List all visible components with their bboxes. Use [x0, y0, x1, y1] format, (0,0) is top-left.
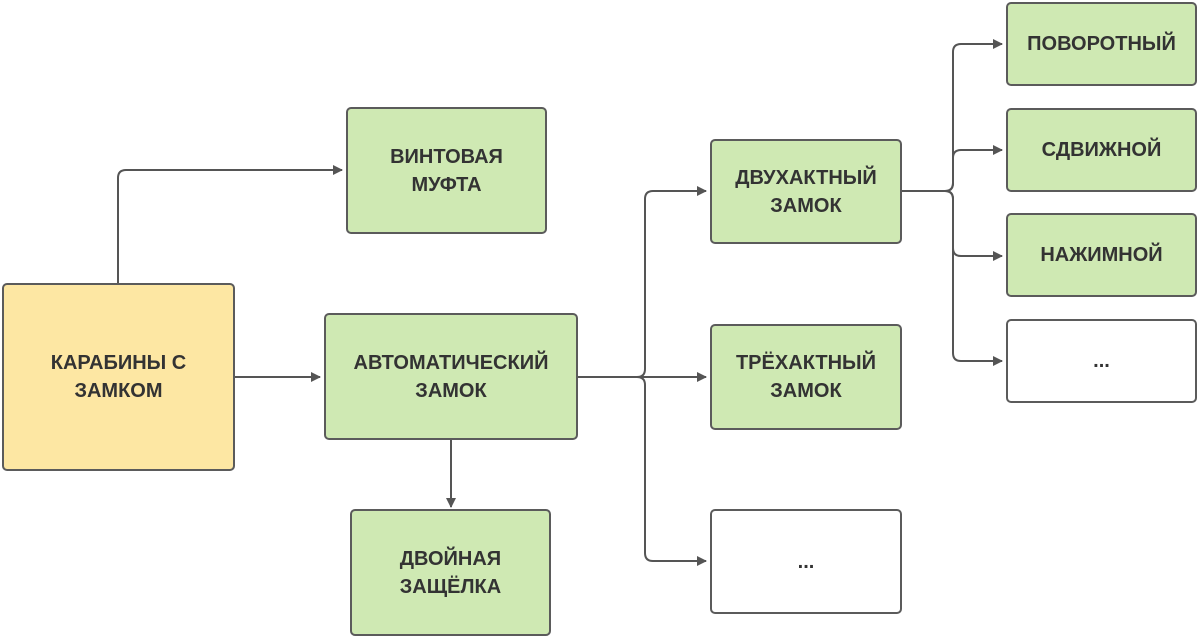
node-three-action-lock-label: ТРЁХАКТНЫЙ ЗАМОК: [735, 352, 877, 402]
connector-auto-lock-to-more: [636, 376, 707, 566]
node-carabiners-with-lock-label: КАРАБИНЫ С ЗАМКОМ: [50, 352, 187, 402]
node-push-label: НАЖИМНОЙ: [1040, 244, 1163, 266]
connector-root-to-screw-sleeve: [117, 165, 343, 283]
node-sliding: СДВИЖНОЙ: [1006, 108, 1197, 192]
node-automatic-lock: АВТОМАТИЧЕСКИЙ ЗАМОК: [324, 313, 578, 440]
node-two-action-more-label: ...: [1093, 350, 1110, 372]
node-two-action-lock-label: ДВУХАКТНЫЙ ЗАМОК: [735, 166, 877, 217]
connector-two-action-to-more: [944, 190, 1003, 366]
node-sliding-label: СДВИЖНОЙ: [1041, 139, 1162, 161]
connector-two-action-to-sliding: [944, 145, 1003, 192]
node-screw-sleeve: ВИНТОВАЯ МУФТА: [346, 107, 547, 234]
node-automatic-lock-label: АВТОМАТИЧЕСКИЙ ЗАМОК: [353, 351, 549, 402]
node-three-action-lock: ТРЁХАКТНЫЙ ЗАМОК: [710, 324, 902, 430]
node-two-action-more: ...: [1006, 319, 1197, 403]
node-rotary: ПОВОРОТНЫЙ: [1006, 2, 1197, 86]
connector-auto-lock-to-two-action: [636, 186, 707, 378]
node-automatic-lock-more: ...: [710, 509, 902, 614]
node-automatic-lock-more-label: ...: [797, 550, 815, 573]
node-two-action-lock: ДВУХАКТНЫЙ ЗАМОК: [710, 139, 902, 244]
node-rotary-label: ПОВОРОТНЫЙ: [1027, 33, 1176, 55]
node-double-latch-label: ДВОЙНАЯ ЗАЩЁЛКА: [399, 547, 502, 598]
node-carabiners-with-lock: КАРАБИНЫ С ЗАМКОМ: [2, 283, 235, 471]
node-double-latch: ДВОЙНАЯ ЗАЩЁЛКА: [350, 509, 551, 636]
node-push: НАЖИМНОЙ: [1006, 213, 1197, 297]
node-screw-sleeve-label: ВИНТОВАЯ МУФТА: [390, 145, 503, 196]
